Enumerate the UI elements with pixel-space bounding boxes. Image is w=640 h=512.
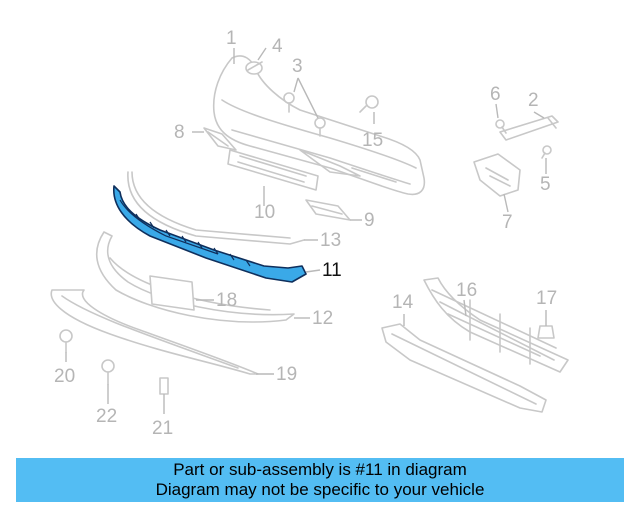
callout-8: 8 — [174, 122, 185, 143]
info-banner: Part or sub-assembly is #11 in diagram D… — [16, 458, 624, 502]
part-bolt-6 — [495, 119, 507, 134]
part-fastener-20 — [59, 329, 73, 353]
banner-line-2: Diagram may not be specific to your vehi… — [155, 480, 485, 499]
part-clip — [245, 61, 263, 75]
part-absorber-14 — [381, 323, 547, 413]
part-air-dam-19 — [50, 289, 259, 375]
part-bracket-bar — [499, 115, 559, 141]
callout-12: 12 — [312, 308, 333, 329]
part-strip-13 — [127, 171, 305, 245]
callout-19: 19 — [276, 364, 297, 385]
part-grille-lower — [227, 149, 319, 191]
callout-7: 7 — [502, 212, 513, 233]
parts-diagram: 1 4 3 15 6 2 5 7 8 10 9 13 11 18 12 19 1… — [50, 28, 569, 439]
part-fastener-21 — [159, 377, 169, 395]
callout-6: 6 — [490, 84, 501, 105]
callout-22: 22 — [96, 406, 117, 427]
callout-21: 21 — [152, 418, 173, 439]
part-fastener-15 — [359, 95, 379, 113]
callout-11: 11 — [322, 260, 342, 281]
part-fastener-22 — [101, 359, 115, 385]
part-fastener-17 — [537, 325, 555, 339]
part-plate-bracket-18 — [149, 275, 195, 311]
callout-1: 1 — [226, 28, 237, 49]
callout-17: 17 — [536, 288, 557, 309]
part-11-highlighted — [113, 185, 307, 283]
part-side-grille-right — [305, 199, 351, 221]
part-reinforcement-16 — [423, 277, 569, 373]
callout-2: 2 — [528, 90, 539, 111]
callout-9: 9 — [364, 210, 375, 231]
callout-4: 4 — [272, 36, 283, 57]
callout-14: 14 — [392, 292, 414, 313]
callout-5: 5 — [540, 174, 551, 195]
callout-18: 18 — [216, 290, 237, 311]
part-bolt-5 — [541, 145, 552, 159]
callout-13: 13 — [320, 230, 341, 251]
callout-16: 16 — [456, 280, 477, 301]
callout-3: 3 — [292, 56, 303, 77]
leader-lines — [65, 47, 547, 414]
callout-10: 10 — [254, 202, 275, 223]
callout-20: 20 — [54, 366, 75, 387]
banner-line-1: Part or sub-assembly is #11 in diagram — [173, 460, 467, 479]
callout-15: 15 — [362, 130, 383, 151]
part-bracket-7 — [473, 153, 521, 197]
part-side-grille-left — [203, 127, 237, 151]
part-fasteners — [283, 92, 326, 137]
